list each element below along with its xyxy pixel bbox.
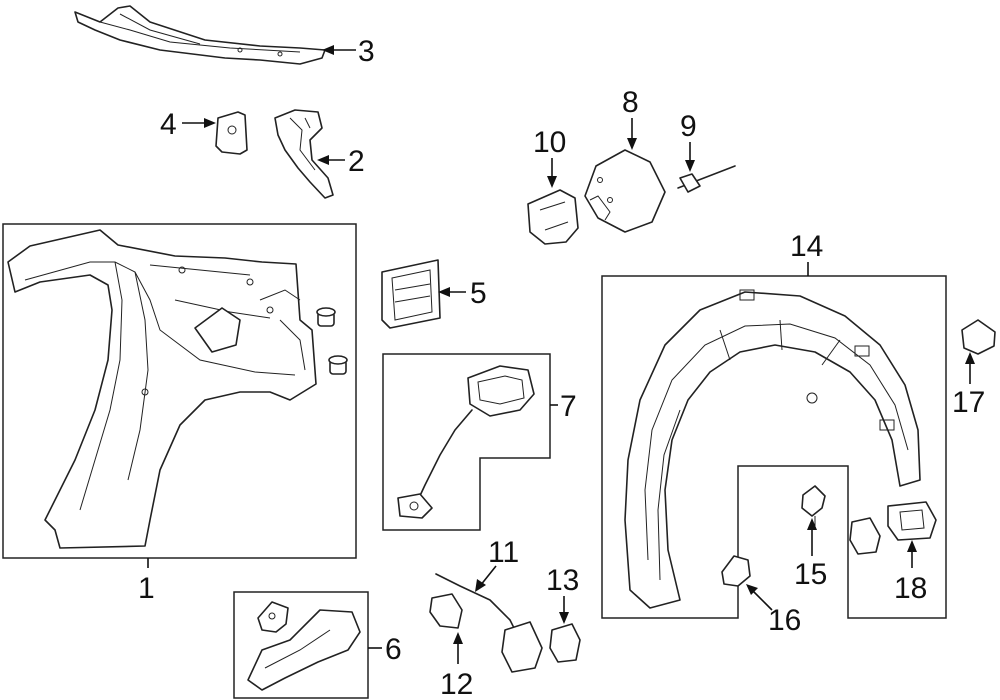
callout-15: 15 — [794, 558, 827, 591]
part-11-cable[interactable] — [435, 573, 543, 673]
part-1-bolt-upper[interactable] — [316, 307, 336, 327]
callout-3: 3 — [358, 35, 375, 68]
part-5-housing[interactable] — [381, 259, 441, 329]
part-14-group-box — [601, 275, 947, 619]
callout-17: 17 — [952, 386, 985, 419]
callout-10: 10 — [533, 126, 566, 159]
part-12-clip[interactable] — [429, 593, 463, 629]
callout-1: 1 — [138, 572, 155, 605]
leader-lines — [147, 45, 975, 664]
part-18-nut[interactable] — [849, 501, 937, 555]
part-7-actuator[interactable] — [397, 365, 535, 519]
part-16-clip[interactable] — [721, 555, 751, 587]
callout-12: 12 — [440, 668, 473, 700]
callout-13: 13 — [546, 564, 579, 597]
part-1-group-box — [2, 223, 357, 559]
callout-8: 8 — [622, 86, 639, 119]
callout-18: 18 — [894, 572, 927, 605]
part-14-liner[interactable] — [624, 289, 921, 609]
part-3-rail[interactable] — [74, 5, 326, 65]
callout-9: 9 — [680, 110, 697, 143]
callout-labels: 3 4 2 1 5 7 6 10 8 9 11 12 13 14 15 16 1… — [138, 35, 985, 700]
part-1-bolt-lower[interactable] — [328, 355, 348, 375]
part-15-clip[interactable] — [801, 485, 826, 526]
part-10-bracket[interactable] — [527, 189, 579, 245]
callout-5: 5 — [470, 277, 487, 310]
part-1-quarter-panel[interactable] — [7, 229, 317, 549]
callout-4: 4 — [160, 108, 177, 141]
part-17-fastener[interactable] — [961, 319, 996, 355]
part-13-clip[interactable] — [549, 623, 581, 663]
part-6-group-box — [233, 591, 369, 699]
callout-7: 7 — [560, 390, 577, 423]
part-2-gusset[interactable] — [274, 109, 334, 199]
part-6-trim[interactable] — [247, 601, 361, 691]
callout-6: 6 — [385, 633, 402, 666]
callout-14: 14 — [790, 230, 823, 263]
part-4-bracket[interactable] — [215, 111, 248, 155]
callout-11: 11 — [488, 536, 519, 569]
part-9-pin[interactable] — [677, 165, 736, 193]
callout-16: 16 — [768, 604, 801, 637]
callout-2: 2 — [348, 145, 365, 178]
part-7-group-box — [382, 353, 551, 531]
part-8-fuel-door[interactable] — [584, 149, 666, 233]
